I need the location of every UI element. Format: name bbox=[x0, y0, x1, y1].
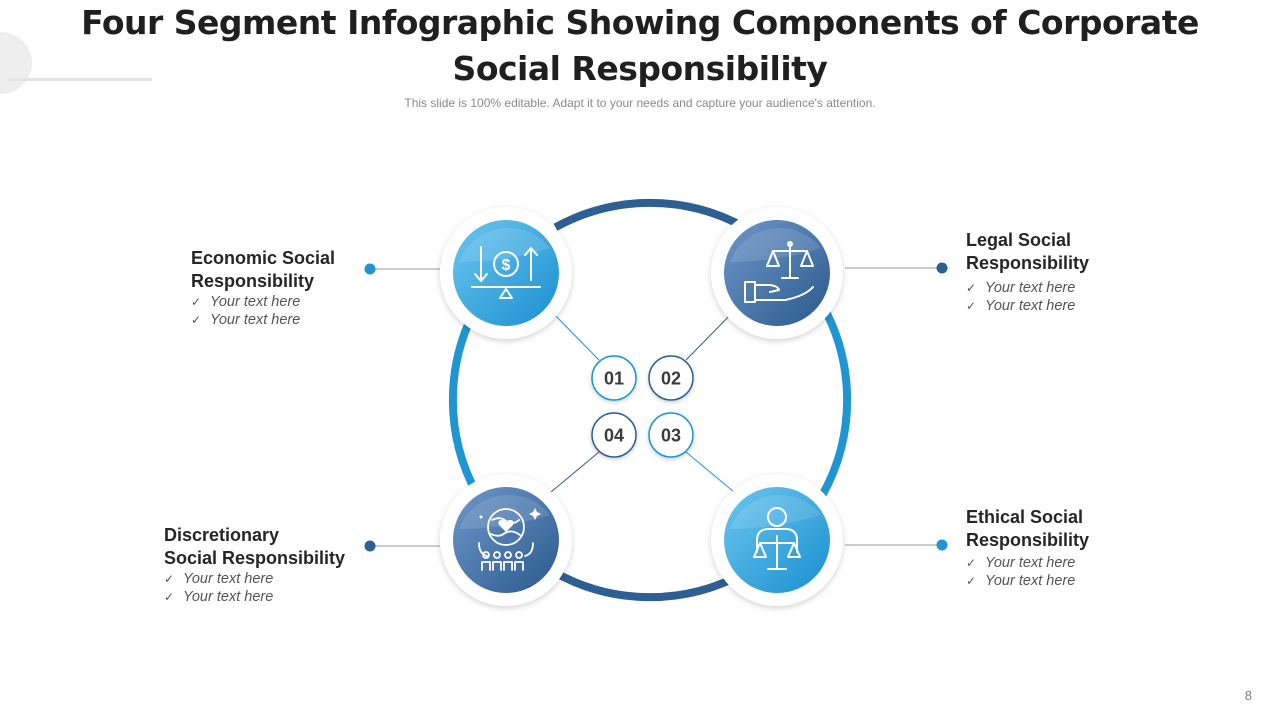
segment-02-heading: Legal Social Responsibility bbox=[966, 229, 1089, 275]
segment-02-heading-line2: Responsibility bbox=[966, 253, 1090, 273]
outer-dot-03 bbox=[936, 539, 948, 551]
list-item: ✓ Your text here bbox=[966, 572, 1089, 590]
segment-03-heading-line1: Ethical Social bbox=[966, 507, 1084, 527]
number-badge-03: 03 bbox=[648, 412, 694, 458]
ring-arc-bottom bbox=[553, 569, 747, 602]
segment-03-text: Ethical Social Responsibility ✓ Your text… bbox=[966, 506, 1089, 590]
decorative-line bbox=[8, 78, 152, 81]
list-item-text: Your text here bbox=[210, 312, 301, 328]
check-icon: ✓ bbox=[966, 574, 977, 588]
segment-01-heading-line1: Economic Social bbox=[191, 248, 336, 268]
segment-03-heading-line2: Responsibility bbox=[966, 530, 1090, 550]
segment-01-node: $ bbox=[440, 207, 572, 339]
list-item: ✓ Your text here bbox=[164, 588, 345, 606]
list-item-text: Your text here bbox=[985, 555, 1076, 571]
segment-01-heading: Economic Social Responsibility bbox=[191, 247, 335, 293]
connector-04 bbox=[544, 451, 600, 498]
scales-hand-icon bbox=[744, 241, 814, 303]
ring-arc-left bbox=[448, 303, 481, 497]
number-badge-04: 04 bbox=[591, 412, 637, 458]
segment-04-heading: Discretionary Social Responsibility bbox=[164, 524, 345, 570]
number-03: 03 bbox=[661, 426, 681, 446]
number-02: 02 bbox=[661, 369, 681, 389]
segment-04-node bbox=[440, 474, 572, 606]
outer-dot-04 bbox=[364, 540, 376, 552]
outer-dot-01 bbox=[364, 263, 376, 275]
segment-02-list: ✓ Your text here ✓ Your text here bbox=[966, 279, 1089, 315]
segment-01-text: Economic Social Responsibility ✓ Your tex… bbox=[191, 247, 335, 329]
segment-03-node bbox=[711, 474, 843, 606]
list-item: ✓ Your text here bbox=[191, 311, 335, 329]
segment-04-text: Discretionary Social Responsibility ✓ You… bbox=[164, 524, 345, 606]
list-item: ✓ Your text here bbox=[966, 279, 1089, 297]
check-icon: ✓ bbox=[191, 313, 202, 327]
check-icon: ✓ bbox=[966, 556, 977, 570]
outer-dot-02 bbox=[936, 262, 948, 274]
segment-01-heading-line2: Responsibility bbox=[191, 271, 315, 291]
globe-people-icon bbox=[478, 508, 541, 571]
segment-04-heading-line1: Discretionary bbox=[164, 525, 280, 545]
check-icon: ✓ bbox=[164, 572, 175, 586]
number-badge-01: 01 bbox=[591, 355, 637, 401]
number-04: 04 bbox=[604, 426, 624, 446]
slide-subtitle: This slide is 100% editable. Adapt it to… bbox=[404, 96, 876, 110]
list-item: ✓ Your text here bbox=[966, 297, 1089, 315]
list-item-text: Your text here bbox=[985, 298, 1076, 314]
ring-arc-right bbox=[819, 303, 852, 497]
connector-03 bbox=[685, 451, 741, 498]
balance-money-icon: $ bbox=[471, 246, 541, 299]
number-badge-02: 02 bbox=[648, 355, 694, 401]
segment-03-heading: Ethical Social Responsibility bbox=[966, 506, 1089, 552]
list-item: ✓ Your text here bbox=[164, 570, 345, 588]
person-scales-icon bbox=[753, 507, 801, 570]
segment-04-heading-line2: Social Responsibility bbox=[164, 548, 346, 568]
slide-title: Four Segment Infographic Showing Compone… bbox=[81, 3, 1199, 88]
segment-04-list: ✓ Your text here ✓ Your text here bbox=[164, 570, 345, 606]
list-item: ✓ Your text here bbox=[191, 293, 335, 311]
list-item-text: Your text here bbox=[210, 294, 301, 310]
check-icon: ✓ bbox=[191, 295, 202, 309]
number-01: 01 bbox=[604, 369, 624, 389]
segment-02-heading-line1: Legal Social bbox=[966, 230, 1072, 250]
list-item-text: Your text here bbox=[985, 573, 1076, 589]
ring-arc-top bbox=[553, 198, 747, 231]
check-icon: ✓ bbox=[164, 590, 175, 604]
svg-text:$: $ bbox=[502, 257, 511, 274]
page-number: 8 bbox=[1244, 688, 1252, 703]
segment-01-list: ✓ Your text here ✓ Your text here bbox=[191, 293, 335, 329]
segment-03-list: ✓ Your text here ✓ Your text here bbox=[966, 554, 1089, 590]
segment-02-node bbox=[711, 207, 843, 339]
list-item: ✓ Your text here bbox=[966, 554, 1089, 572]
list-item-text: Your text here bbox=[183, 589, 274, 605]
list-item-text: Your text here bbox=[183, 571, 274, 587]
list-item-text: Your text here bbox=[985, 280, 1076, 296]
check-icon: ✓ bbox=[966, 281, 977, 295]
check-icon: ✓ bbox=[966, 299, 977, 313]
segment-02-text: Legal Social Responsibility ✓ Your text h… bbox=[966, 229, 1089, 315]
